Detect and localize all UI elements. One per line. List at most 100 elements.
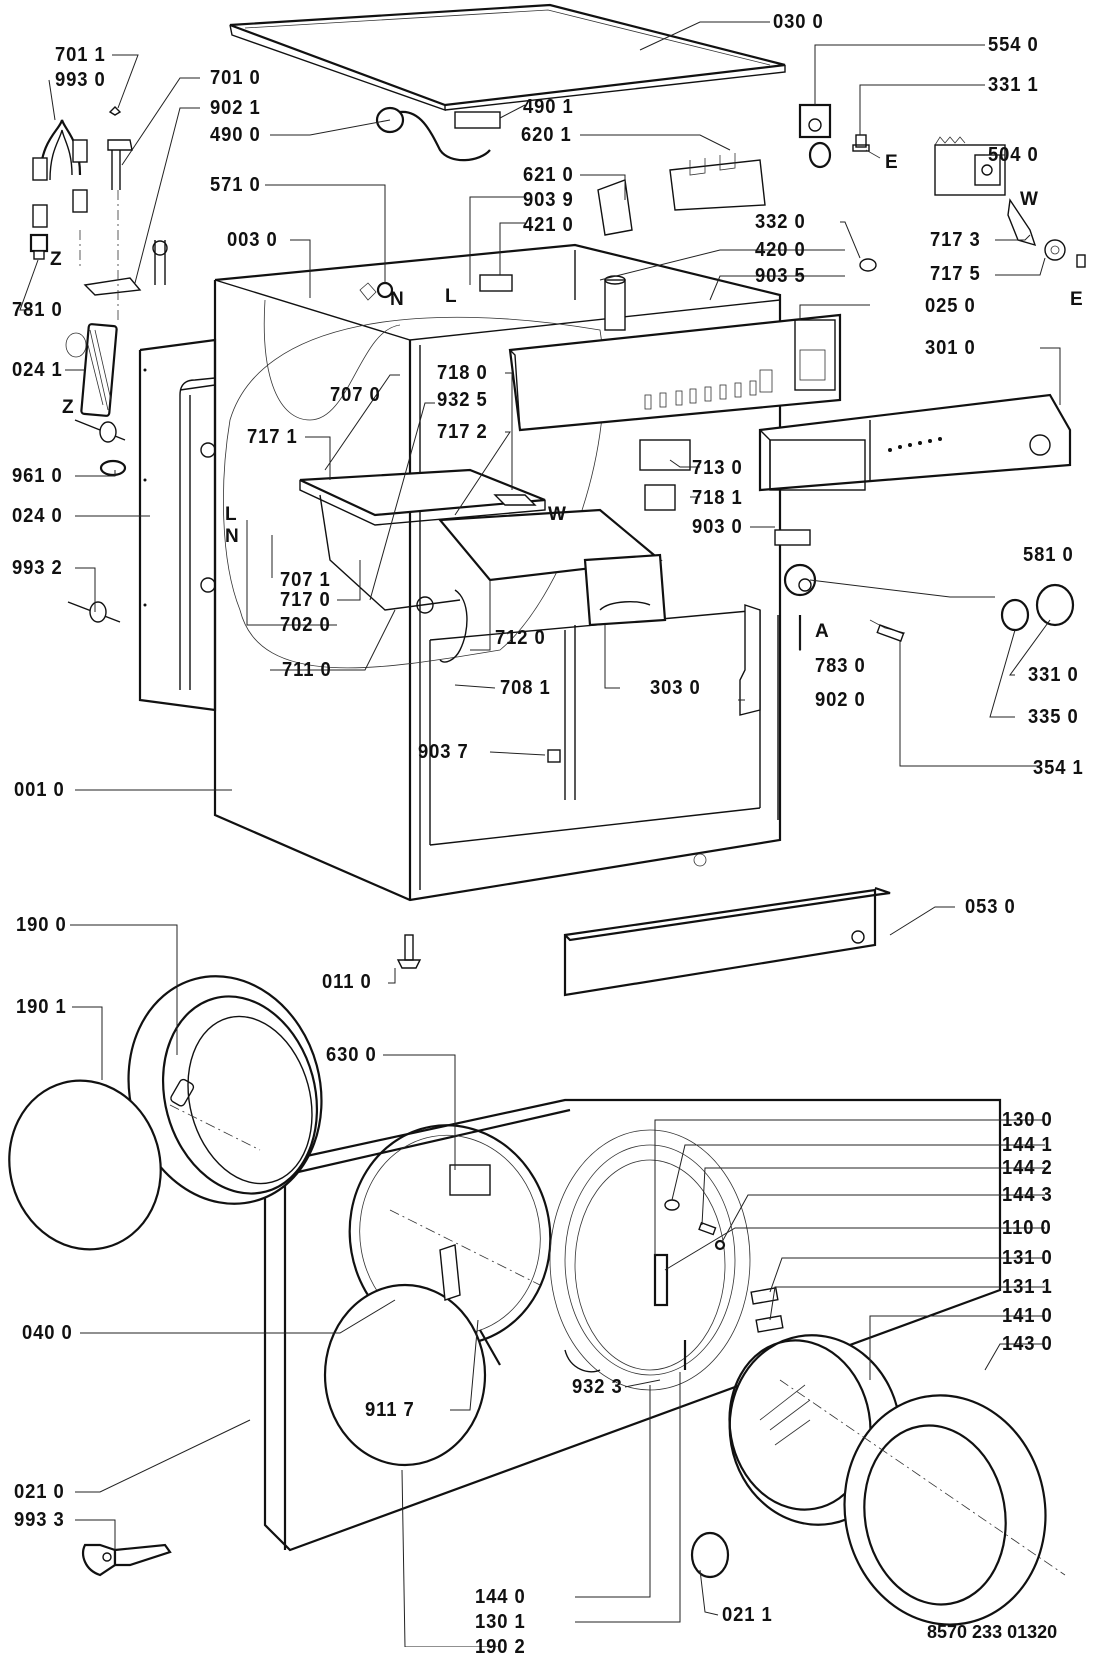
part-label-303-0: 303 0 <box>650 677 701 699</box>
part-label-993-3: 993 3 <box>14 1509 65 1531</box>
part-label-707-1: 707 1 <box>280 569 331 591</box>
pump-cover <box>65 323 118 417</box>
bracket <box>1007 198 1086 268</box>
rail <box>739 604 761 716</box>
part-label-190-0: 190 0 <box>16 914 67 936</box>
part-label-903-5: 903 5 <box>755 265 806 287</box>
side-panel <box>138 338 217 712</box>
part-label-421-0: 421 0 <box>523 214 574 236</box>
door-inner-ring <box>549 1129 751 1391</box>
part-label-701-1: 701 1 <box>55 44 106 66</box>
part-label-713-0: 713 0 <box>692 457 743 479</box>
front-porthole <box>323 1124 552 1467</box>
part-label-490-0: 490 0 <box>210 124 261 146</box>
screw-anchor <box>67 419 127 623</box>
part-label-354-1: 354 1 <box>1033 757 1084 779</box>
part-label-131-0: 131 0 <box>1002 1247 1053 1269</box>
wire-tag-w: W <box>548 504 566 525</box>
wire-tag-l: L <box>445 286 457 307</box>
part-label-903-0: 903 0 <box>692 516 743 538</box>
wire-tag-z: Z <box>62 397 74 418</box>
part-label-144-0: 144 0 <box>475 1586 526 1608</box>
part-label-110-0: 110 0 <box>1002 1217 1052 1239</box>
part-label-718-1: 718 1 <box>692 487 743 509</box>
part-label-708-1: 708 1 <box>500 677 551 699</box>
part-label-030-0: 030 0 <box>773 11 824 33</box>
part-label-961-0: 961 0 <box>12 465 63 487</box>
mains-cable <box>375 106 501 162</box>
part-label-781-0: 781 0 <box>12 299 63 321</box>
part-label-903-9: 903 9 <box>523 189 574 211</box>
part-label-712-0: 712 0 <box>495 627 546 649</box>
part-label-701-0: 701 0 <box>210 67 261 89</box>
part-label-331-1: 331 1 <box>988 74 1039 96</box>
wire-tag-n: N <box>390 289 404 310</box>
part-label-190-1: 190 1 <box>16 996 67 1018</box>
part-label-717-0: 717 0 <box>280 589 331 611</box>
part-label-504-0: 504 0 <box>988 144 1039 166</box>
connector <box>852 134 881 159</box>
capacitor-small <box>859 258 877 272</box>
part-label-718-0: 718 0 <box>437 362 488 384</box>
part-label-190-2: 190 2 <box>475 1636 526 1658</box>
wire-tag-a: A <box>815 621 829 642</box>
part-label-932-3: 932 3 <box>572 1376 623 1398</box>
part-label-331-0: 331 0 <box>1028 664 1079 686</box>
part-label-911-7: 911 7 <box>365 1399 415 1421</box>
part-label-024-0: 024 0 <box>12 505 63 527</box>
part-label-707-0: 707 0 <box>330 384 381 406</box>
part-label-025-0: 025 0 <box>925 295 976 317</box>
thermostat <box>359 281 394 301</box>
part-label-420-0: 420 0 <box>755 239 806 261</box>
part-label-783-0: 783 0 <box>815 655 866 677</box>
dispenser <box>299 468 667 663</box>
foot <box>396 934 422 969</box>
part-label-130-1: 130 1 <box>475 1611 526 1633</box>
part-label-021-1: 021 1 <box>722 1604 773 1626</box>
wire-tag-n: N <box>225 526 239 547</box>
part-label-711-0: 711 0 <box>282 659 332 681</box>
wire-tag-e: E <box>1070 289 1083 310</box>
part-label-001-0: 001 0 <box>14 779 65 801</box>
sensor <box>869 619 906 642</box>
part-label-902-0: 902 0 <box>815 689 866 711</box>
part-label-554-0: 554 0 <box>988 34 1039 56</box>
cabinet <box>213 243 782 902</box>
part-label-903-7: 903 7 <box>418 741 469 763</box>
part-label-143-0: 143 0 <box>1002 1333 1053 1355</box>
leader-lines <box>19 21 1061 1647</box>
part-label-301-0: 301 0 <box>925 337 976 359</box>
part-label-131-1: 131 1 <box>1002 1276 1053 1298</box>
wire-tag-e: E <box>885 152 898 173</box>
part-label-630-0: 630 0 <box>326 1044 377 1066</box>
part-label-144-3: 144 3 <box>1002 1184 1053 1206</box>
part-label-003-0: 003 0 <box>227 229 278 251</box>
part-label-993-0: 993 0 <box>55 69 106 91</box>
part-label-024-1: 024 1 <box>12 359 63 381</box>
control-fascia <box>758 393 1072 492</box>
switch-block <box>597 153 766 236</box>
spanner-tool <box>82 1543 172 1577</box>
hinge-parts <box>664 1199 784 1333</box>
clip <box>547 749 561 763</box>
part-label-932-5: 932 5 <box>437 389 488 411</box>
part-label-040-0: 040 0 <box>22 1322 73 1344</box>
door-switch <box>798 103 832 169</box>
part-label-021-0: 021 0 <box>14 1481 65 1503</box>
door-knob <box>690 1531 730 1579</box>
part-label-717-3: 717 3 <box>930 229 981 251</box>
part-label-620-1: 620 1 <box>521 124 572 146</box>
capacitor <box>604 275 626 331</box>
part-label-141-0: 141 0 <box>1002 1305 1053 1327</box>
document-number: 8570 233 01320 <box>927 1622 1058 1642</box>
wire-tag-z: Z <box>50 249 62 270</box>
part-label-993-2: 993 2 <box>12 557 63 579</box>
part-label-717-1: 717 1 <box>247 426 298 448</box>
wire-tag-w: W <box>1020 189 1038 210</box>
top-cover <box>229 3 786 111</box>
part-label-702-0: 702 0 <box>280 614 331 636</box>
part-label-581-0: 581 0 <box>1023 544 1074 566</box>
part-label-335-0: 335 0 <box>1028 706 1079 728</box>
door-frame <box>779 1379 1066 1626</box>
